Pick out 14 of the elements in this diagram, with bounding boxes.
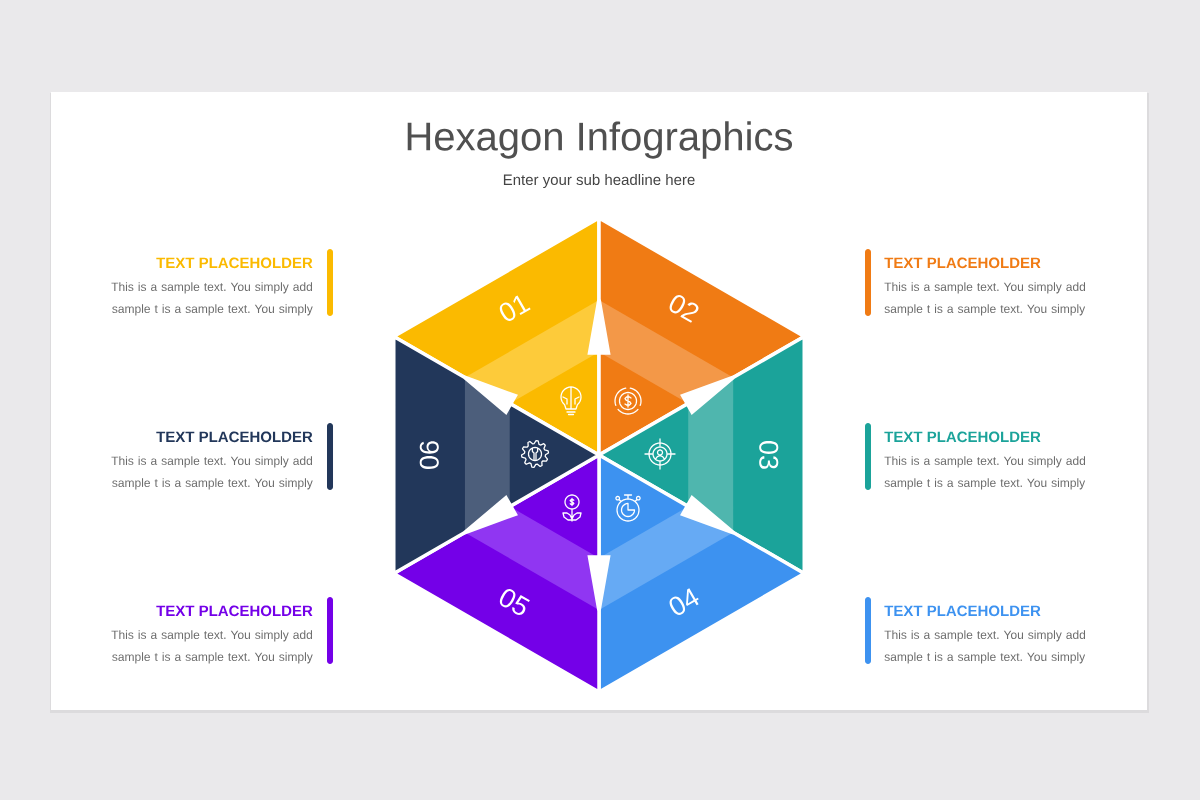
heading: TEXT PLACEHOLDER: [156, 431, 313, 443]
body-text: This is a sample text. You simply add sample t is a sample text. You simply: [884, 456, 1086, 490]
body-text: This is a sample text. You simply add sample t is a sample text. You simply: [111, 630, 313, 664]
body-text: This is a sample text. You simply add sample t is a sample text. You simply: [111, 282, 313, 316]
heading: TEXT PLACEHOLDER: [156, 257, 313, 269]
heading: TEXT PLACEHOLDER: [884, 257, 1041, 269]
body-text: This is a sample text. You simply add sample t is a sample text. You simply: [884, 630, 1086, 664]
heading: TEXT PLACEHOLDER: [156, 605, 313, 617]
heading: TEXT PLACEHOLDER: [884, 431, 1041, 443]
body-text: This is a sample text. You simply add sample t is a sample text. You simply: [884, 282, 1086, 316]
subtitle: Enter your sub headline here: [503, 174, 695, 188]
body-text: This is a sample text. You simply add sample t is a sample text. You simply: [111, 456, 313, 490]
title: Hexagon Infographics: [407, 121, 792, 159]
heading: TEXT PLACEHOLDER: [884, 605, 1041, 617]
